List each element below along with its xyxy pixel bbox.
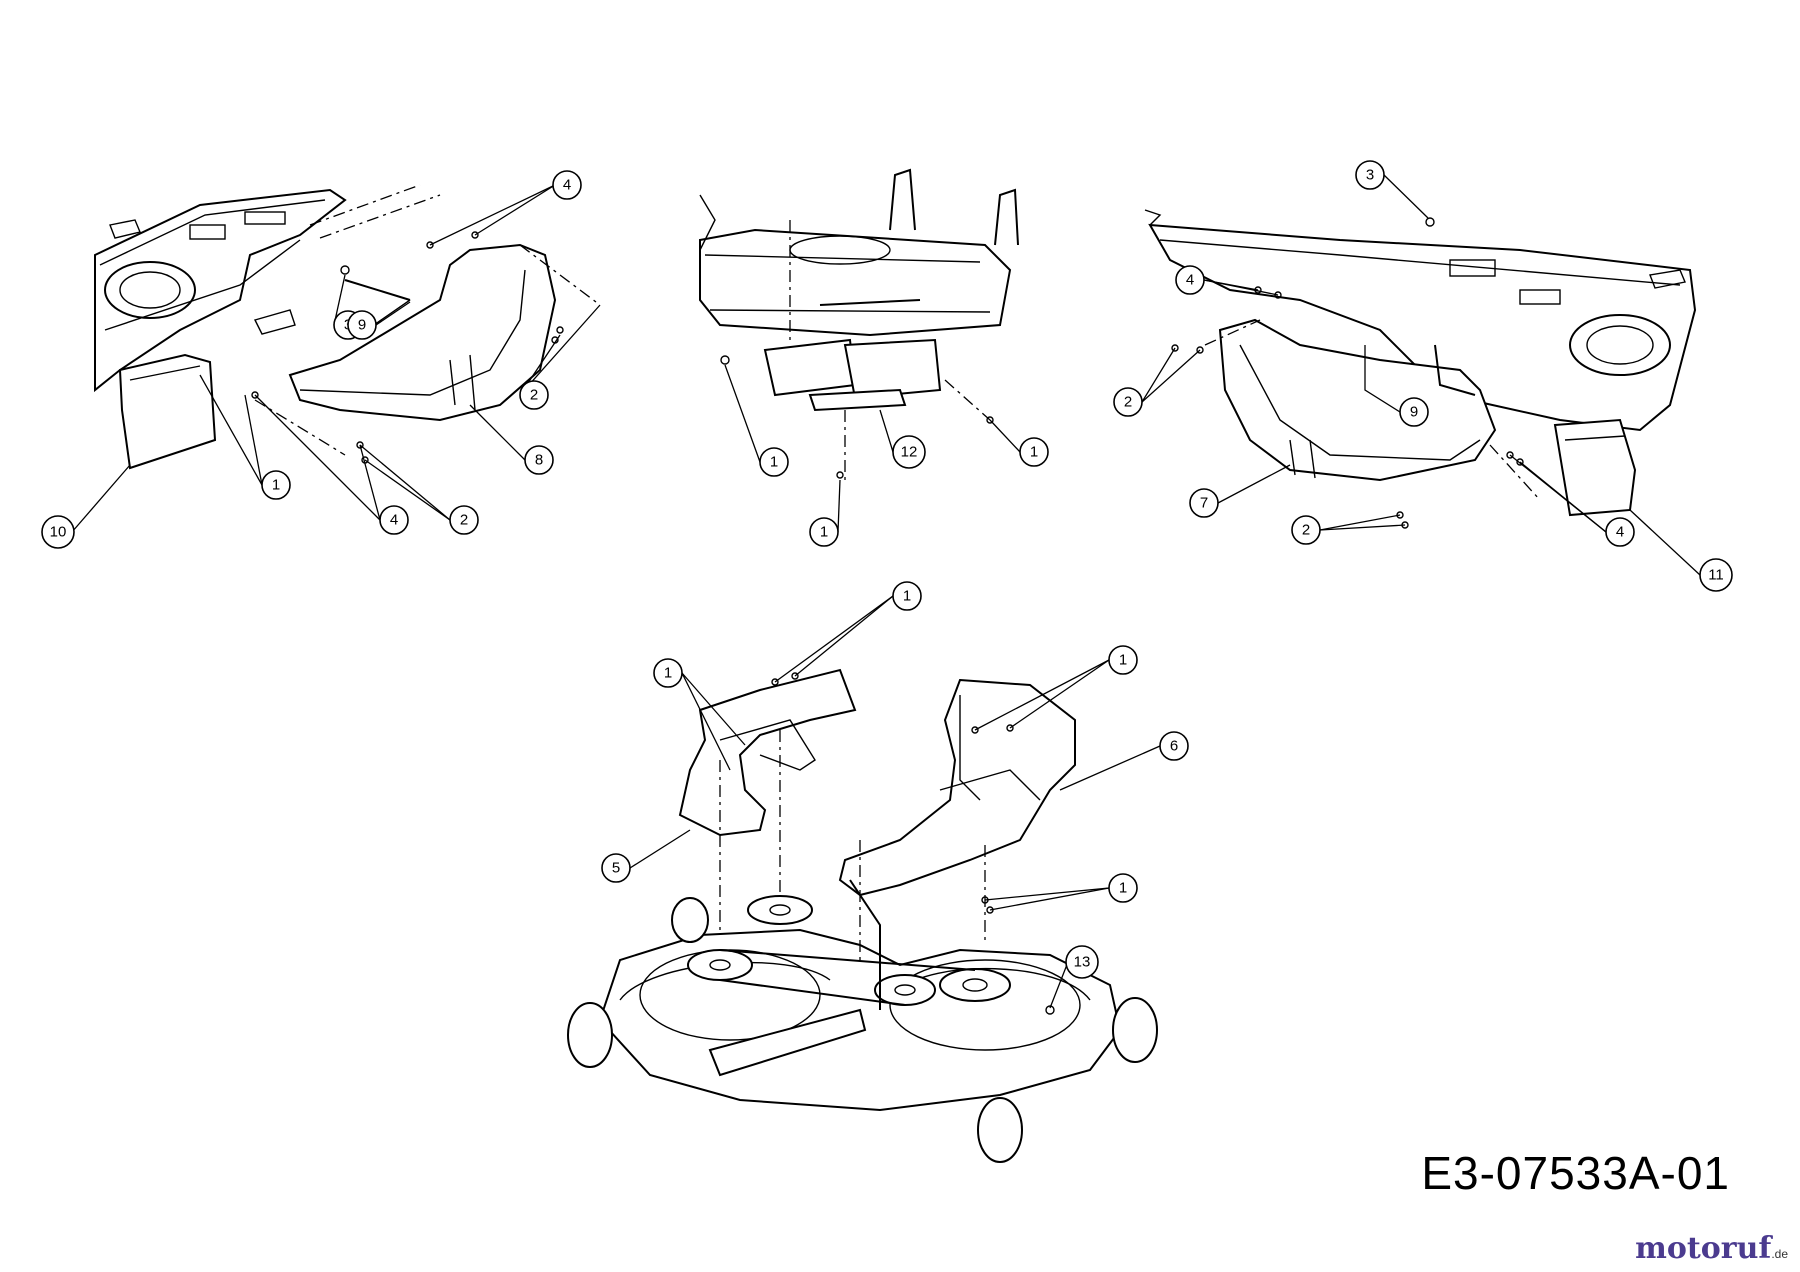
callout-tr-2b: 2 — [1291, 514, 1406, 545]
callout-bm-1d: 1 — [984, 873, 1138, 911]
callout-bm-13: 13 — [1049, 945, 1099, 1009]
callout-tl-2b: 2 — [359, 444, 479, 535]
callout-tl-4a: 4 — [429, 170, 582, 246]
brand-tld: .de — [1771, 1247, 1788, 1261]
callout-bm-1b: 1 — [653, 658, 746, 771]
svg-text:2: 2 — [460, 512, 468, 529]
svg-text:1: 1 — [272, 477, 280, 494]
callout-bm-5: 5 — [601, 829, 691, 883]
mower-deck-assembly — [567, 668, 1158, 1163]
svg-text:9: 9 — [1410, 404, 1418, 421]
callout-bm-1a: 1 — [774, 581, 922, 683]
top-right-assembly — [1144, 209, 1697, 529]
callout-tl-10: 10 — [41, 464, 131, 549]
brand-name: motoruf — [1635, 1231, 1772, 1266]
svg-text:4: 4 — [1616, 524, 1624, 541]
callout-tm-12: 12 — [879, 409, 926, 469]
callout-tr-11: 11 — [1629, 509, 1733, 592]
callout-tr-7: 7 — [1189, 464, 1291, 518]
callout-tr-4b: 4 — [1509, 454, 1635, 547]
callout-bm-6: 6 — [1059, 731, 1189, 791]
svg-text:13: 13 — [1074, 954, 1091, 971]
callout-tm-1a: 1 — [724, 364, 789, 477]
callout-tr-4a: 4 — [1175, 265, 1279, 296]
top-middle-assembly — [699, 168, 1019, 480]
callout-tm-1b: 1 — [989, 419, 1049, 467]
svg-text:8: 8 — [535, 452, 543, 469]
callout-tl-2a: 2 — [519, 304, 601, 410]
callout-tr-9: 9 — [1364, 345, 1429, 427]
callout-tl-8: 8 — [469, 404, 554, 475]
svg-text:1: 1 — [664, 665, 672, 682]
svg-text:5: 5 — [612, 860, 620, 877]
brand-logo[interactable]: motoruf.de — [1635, 1231, 1788, 1266]
svg-text:10: 10 — [50, 524, 67, 541]
svg-text:2: 2 — [530, 387, 538, 404]
top-left-assembly — [94, 184, 601, 470]
svg-text:1: 1 — [1119, 880, 1127, 897]
callout-tl-9b: 9 — [347, 301, 411, 340]
svg-text:2: 2 — [1302, 522, 1310, 539]
svg-text:1: 1 — [1030, 444, 1038, 461]
callout-tl-9-label — [373, 299, 411, 326]
callout-tl-1: 1 — [199, 374, 291, 500]
callout-tm-1c: 1 — [809, 479, 841, 547]
svg-text:1: 1 — [903, 588, 911, 605]
svg-text:3: 3 — [1366, 167, 1374, 184]
svg-text:6: 6 — [1170, 738, 1178, 755]
svg-text:7: 7 — [1200, 495, 1208, 512]
callout-tr-2a: 2 — [1113, 347, 1201, 417]
drawing-code: E3-07533A-01 — [1421, 1147, 1730, 1199]
svg-text:11: 11 — [1708, 567, 1724, 584]
svg-text:1: 1 — [1119, 652, 1127, 669]
callout-tl-4b: 4 — [254, 394, 409, 535]
svg-text:1: 1 — [770, 454, 778, 471]
callout-bm-1c: 1 — [974, 645, 1138, 731]
svg-text:9: 9 — [358, 317, 366, 334]
svg-text:1: 1 — [820, 524, 828, 541]
svg-text:4: 4 — [390, 512, 398, 529]
svg-text:4: 4 — [563, 177, 571, 194]
svg-text:2: 2 — [1124, 394, 1132, 411]
svg-text:4: 4 — [1186, 272, 1194, 289]
svg-text:12: 12 — [901, 444, 918, 461]
callout-tr-3: 3 — [1355, 160, 1429, 219]
